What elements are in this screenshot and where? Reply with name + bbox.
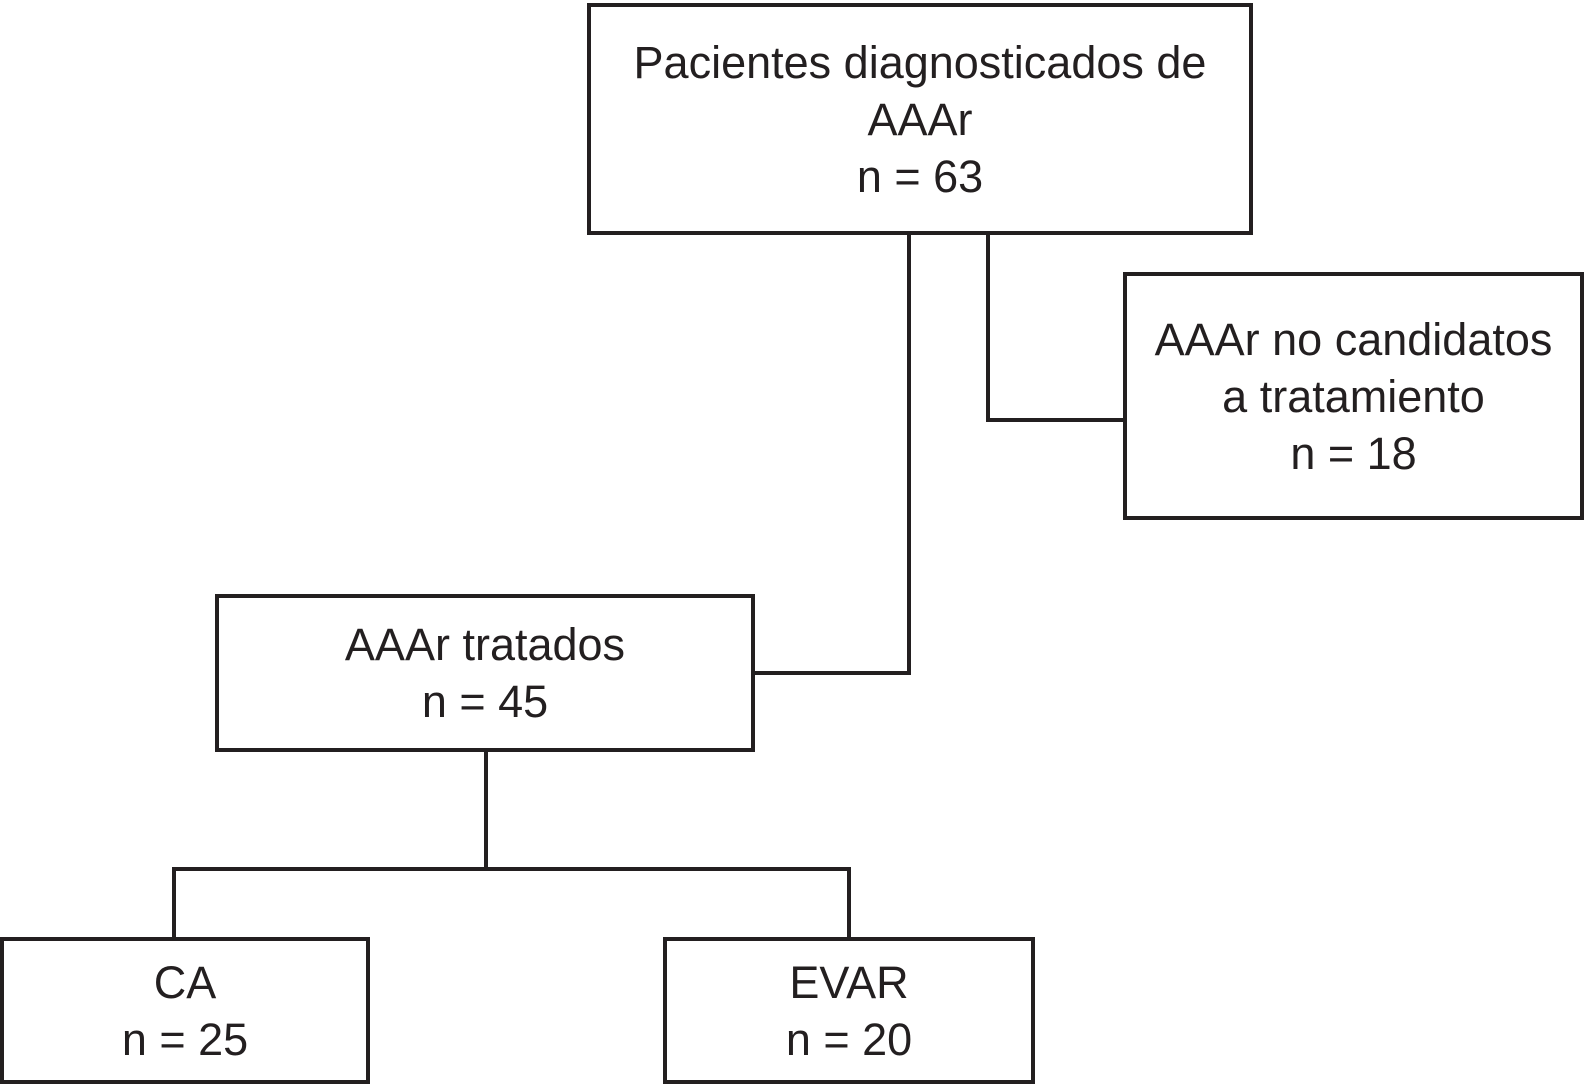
node-ca-line-1: CA — [153, 956, 217, 1008]
connector-diagnosed-to-notcandidates-horizontal — [988, 418, 1125, 422]
node-diagnosed-line-2: AAAr — [867, 93, 973, 145]
connector-diagnosed-to-treated-horizontal — [753, 671, 911, 675]
node-ca-count: n = 25 — [121, 1013, 249, 1065]
node-treated-line-1: AAAr tratados — [344, 619, 626, 670]
node-not-candidates-count: n = 18 — [1290, 427, 1417, 479]
node-evar: EVAR n = 20 — [663, 937, 1035, 1084]
node-diagnosed-patients: Pacientes diagnosticados de AAAr n = 63 — [587, 3, 1253, 235]
node-evar-count: n = 20 — [785, 1013, 913, 1065]
connector-branch-horizontal — [172, 867, 851, 871]
node-treated-count: n = 45 — [421, 676, 549, 727]
node-diagnosed-count: n = 63 — [856, 150, 984, 202]
connector-diagnosed-to-notcandidates-vertical — [986, 235, 990, 422]
node-not-candidates: AAAr no candidatos a tratamiento n = 18 — [1123, 272, 1584, 520]
connector-diagnosed-to-treated-vertical — [907, 235, 911, 675]
connector-to-ca-vertical — [172, 869, 176, 937]
node-not-candidates-line-2: a tratamiento — [1222, 370, 1485, 422]
node-ca: CA n = 25 — [0, 937, 370, 1084]
node-treated: AAAr tratados n = 45 — [215, 594, 755, 752]
node-evar-line-1: EVAR — [789, 956, 909, 1008]
connector-treated-down-vertical — [484, 750, 488, 871]
node-not-candidates-line-1: AAAr no candidatos — [1154, 313, 1553, 365]
connector-to-evar-vertical — [847, 869, 851, 937]
node-diagnosed-line-1: Pacientes diagnosticados de — [633, 36, 1207, 88]
